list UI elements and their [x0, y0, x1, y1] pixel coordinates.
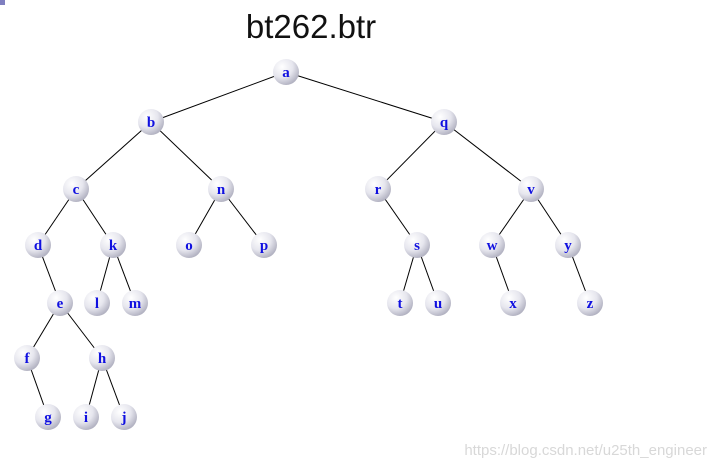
tree-node-i: i — [73, 404, 99, 430]
node-circle — [25, 232, 51, 258]
tree-node-q: q — [431, 109, 457, 135]
node-label: y — [564, 238, 572, 254]
tree-node-h: h — [89, 345, 115, 371]
tree-nodes: a b q c n r v d k o p s w y e l m t u x z f h g i j — [14, 59, 603, 430]
tree-node-f: f — [14, 345, 40, 371]
node-label: z — [587, 296, 594, 312]
edge-b-c — [75, 121, 152, 190]
tree-node-o: o — [176, 232, 202, 258]
tree-node-l: l — [84, 290, 110, 316]
tree-node-d: d — [25, 232, 51, 258]
tree-node-w: w — [479, 232, 505, 258]
node-circle — [89, 345, 115, 371]
edge-b-n — [150, 121, 222, 190]
diagram-title: bt262.btr — [245, 8, 377, 45]
tree-node-e: e — [47, 290, 73, 316]
node-label: n — [217, 182, 226, 198]
node-circle — [273, 59, 299, 85]
node-circle — [111, 404, 137, 430]
node-label: t — [398, 296, 403, 312]
tree-node-n: n — [208, 176, 234, 202]
edge-a-b — [150, 71, 287, 123]
tree-node-x: x — [500, 290, 526, 316]
node-circle — [138, 109, 164, 135]
node-label: v — [527, 182, 535, 198]
node-label: i — [84, 410, 88, 426]
node-label: m — [129, 296, 142, 312]
node-label: q — [440, 115, 449, 131]
tree-node-a: a — [273, 59, 299, 85]
tree-node-k: k — [100, 232, 126, 258]
node-label: u — [434, 296, 442, 312]
tree-node-g: g — [35, 404, 61, 430]
node-circle — [577, 290, 603, 316]
corner-mark — [0, 0, 5, 5]
node-circle — [365, 176, 391, 202]
node-label: d — [34, 238, 43, 254]
edge-q-v — [443, 121, 532, 190]
node-circle — [479, 232, 505, 258]
tree-node-z: z — [577, 290, 603, 316]
node-circle — [251, 232, 277, 258]
node-label: s — [414, 238, 420, 254]
node-label: r — [375, 182, 382, 198]
node-circle — [100, 232, 126, 258]
node-label: l — [95, 296, 99, 312]
node-label: p — [260, 238, 268, 254]
node-circle — [176, 232, 202, 258]
node-label: e — [57, 296, 64, 312]
tree-node-c: c — [63, 176, 89, 202]
tree-node-v: v — [518, 176, 544, 202]
tree-node-p: p — [251, 232, 277, 258]
node-label: x — [509, 296, 517, 312]
tree-node-y: y — [555, 232, 581, 258]
node-circle — [431, 109, 457, 135]
tree-node-s: s — [404, 232, 430, 258]
node-circle — [518, 176, 544, 202]
node-label: w — [487, 238, 498, 254]
node-circle — [555, 232, 581, 258]
node-circle — [404, 232, 430, 258]
tree-node-b: b — [138, 109, 164, 135]
tree-node-j: j — [111, 404, 137, 430]
edge-q-r — [377, 121, 445, 190]
node-label: f — [25, 351, 31, 367]
node-circle — [208, 176, 234, 202]
tree-node-r: r — [365, 176, 391, 202]
node-circle — [122, 290, 148, 316]
node-circle — [63, 176, 89, 202]
tree-node-t: t — [387, 290, 413, 316]
node-circle — [425, 290, 451, 316]
node-circle — [500, 290, 526, 316]
tree-node-u: u — [425, 290, 451, 316]
node-circle — [73, 404, 99, 430]
node-label: j — [121, 410, 127, 426]
edge-a-q — [285, 71, 445, 123]
node-circle — [84, 290, 110, 316]
watermark: https://blog.csdn.net/u25th_engineer — [464, 442, 707, 459]
node-circle — [47, 290, 73, 316]
tree-node-m: m — [122, 290, 148, 316]
node-label: o — [185, 238, 193, 254]
node-label: k — [109, 238, 118, 254]
node-circle — [14, 345, 40, 371]
node-circle — [35, 404, 61, 430]
node-label: a — [282, 65, 290, 81]
node-label: h — [98, 351, 107, 367]
node-label: g — [44, 410, 52, 426]
node-circle — [387, 290, 413, 316]
node-label: c — [73, 182, 80, 198]
node-label: b — [147, 115, 155, 131]
